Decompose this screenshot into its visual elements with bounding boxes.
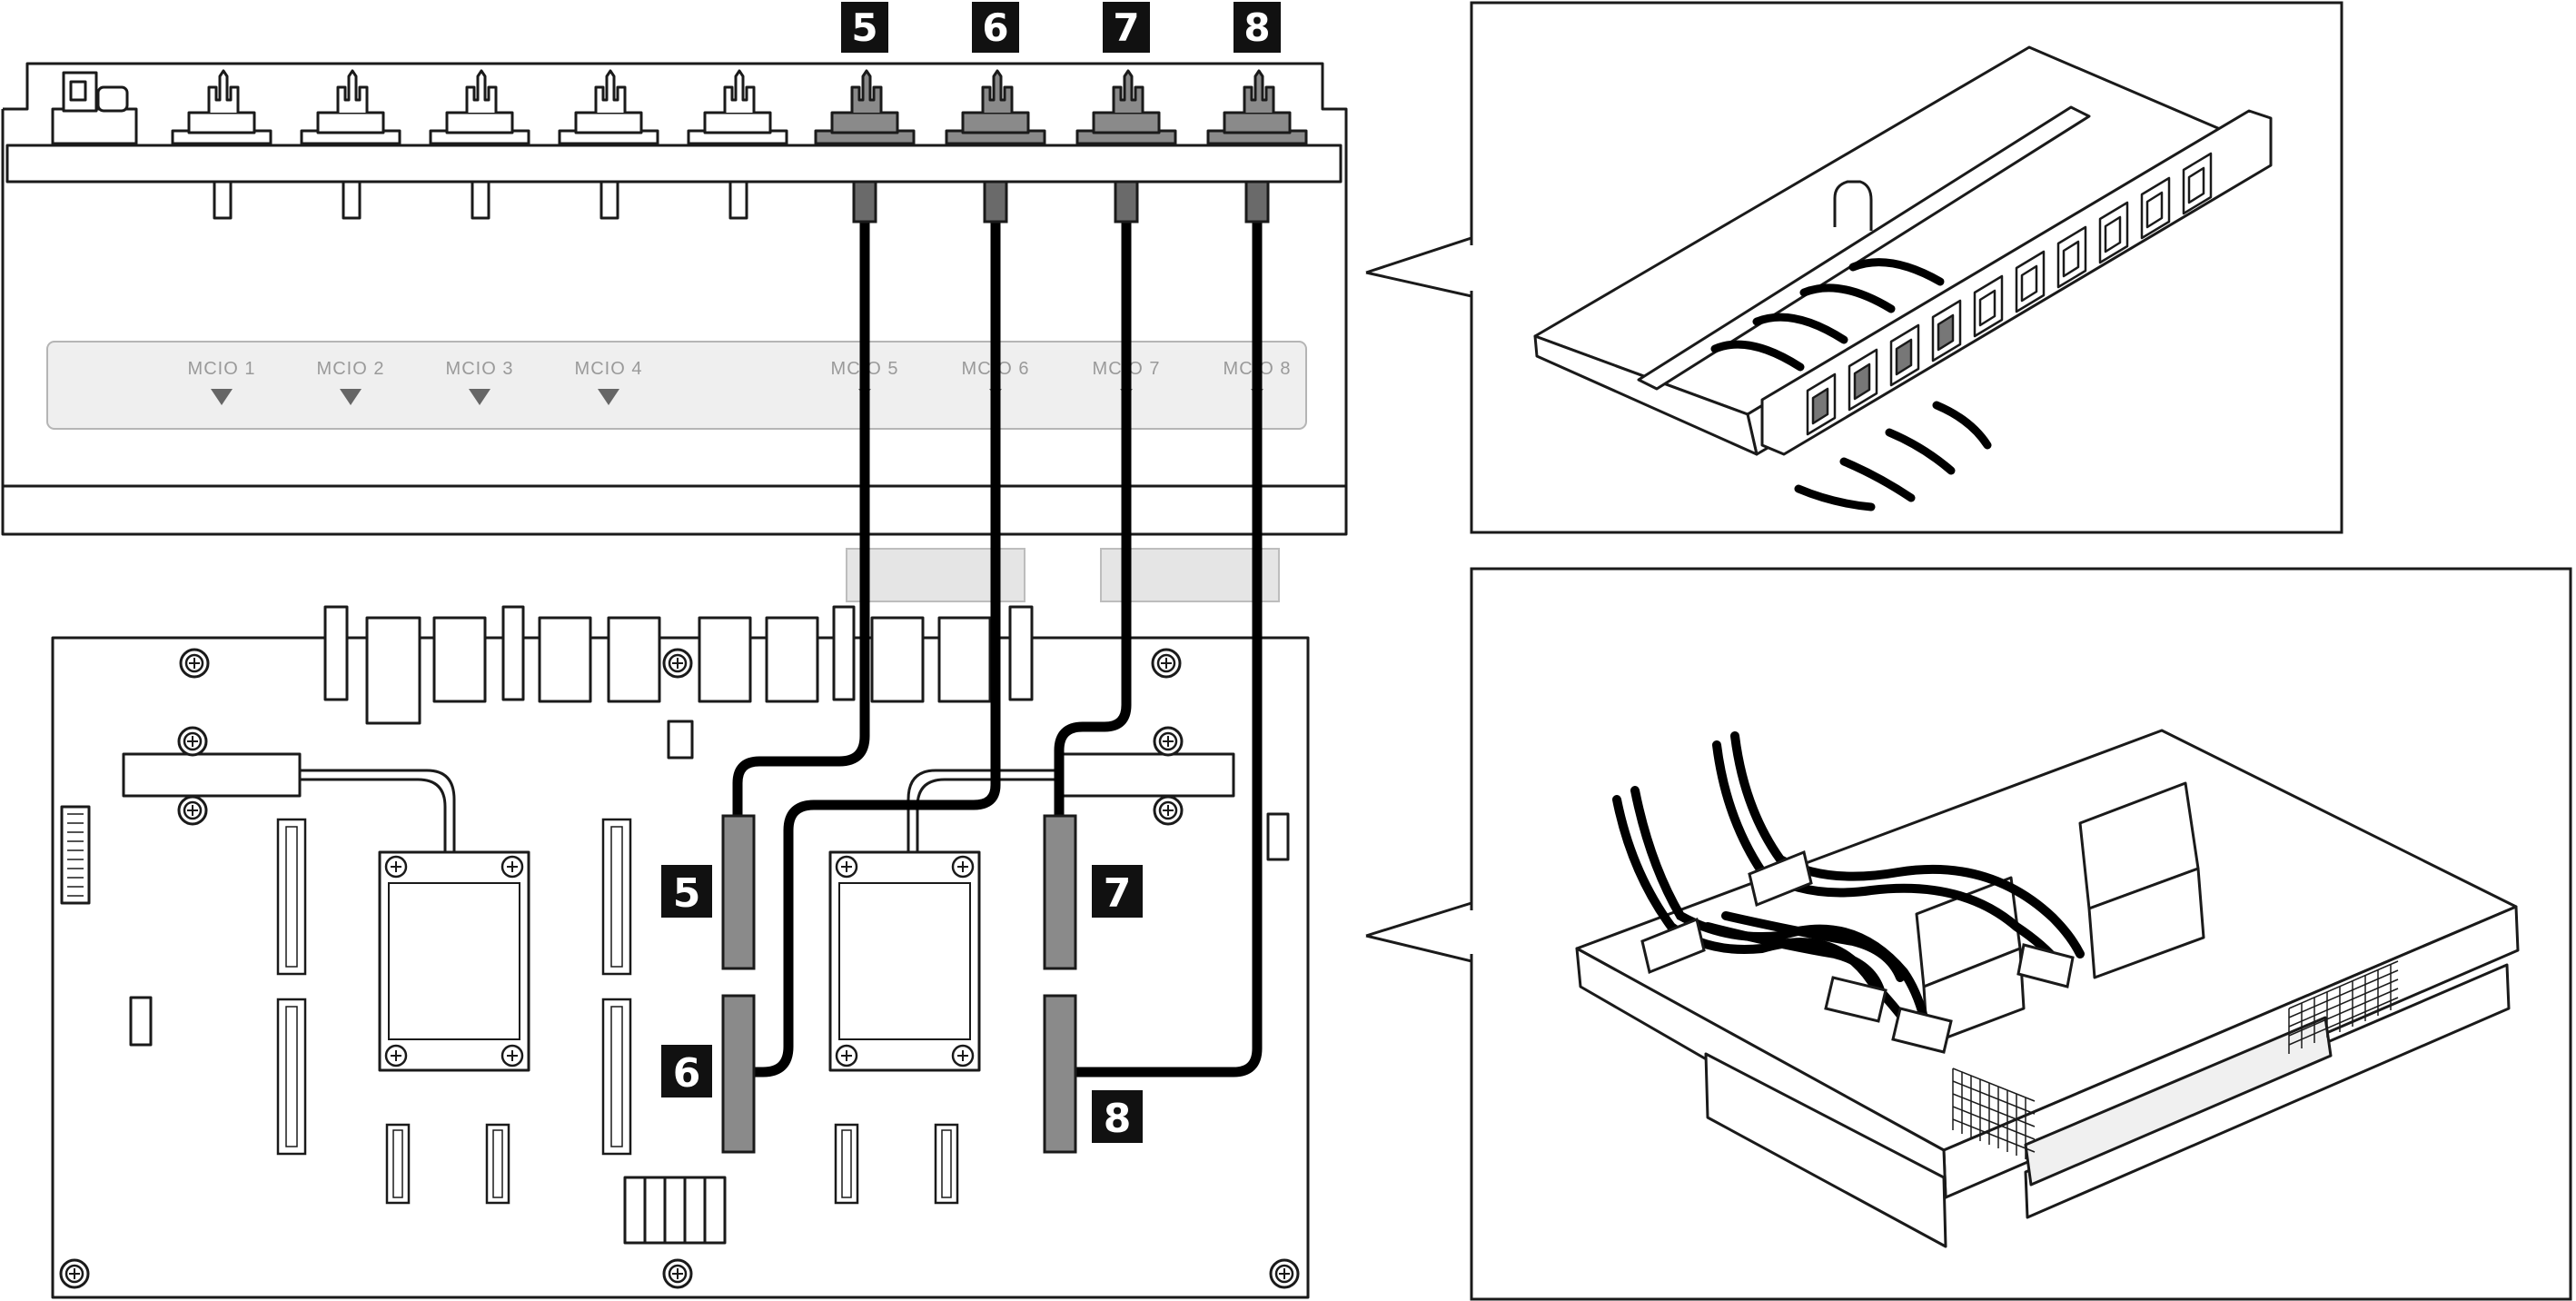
iso-connector bbox=[1848, 348, 1878, 412]
system-board bbox=[51, 605, 1310, 1299]
backplane-connector bbox=[558, 69, 659, 220]
down-triangle-icon bbox=[469, 389, 490, 405]
svg-text:5: 5 bbox=[673, 870, 701, 917]
svg-text:6: 6 bbox=[673, 1050, 701, 1097]
callout-label-top: 7 bbox=[1103, 2, 1150, 53]
svg-text:5: 5 bbox=[851, 5, 877, 50]
board-details bbox=[59, 648, 1300, 1289]
screw-icon bbox=[951, 855, 975, 879]
svg-text:7: 7 bbox=[1104, 870, 1132, 917]
iso-connector bbox=[2140, 176, 2171, 240]
svg-text:8: 8 bbox=[1104, 1096, 1132, 1142]
board-connector-8 bbox=[1043, 994, 1077, 1154]
memory-slot bbox=[485, 1123, 510, 1205]
screw-icon bbox=[1269, 1258, 1300, 1289]
down-triangle-icon bbox=[211, 389, 233, 405]
svg-text:6: 6 bbox=[982, 5, 1008, 50]
callout-label-top: 5 bbox=[841, 2, 888, 53]
cable-end-connectors bbox=[852, 180, 1270, 223]
processor-module-plate bbox=[838, 882, 971, 1040]
screw-icon bbox=[1153, 795, 1184, 826]
cable-8 bbox=[1072, 213, 1263, 1078]
screw-icon bbox=[384, 1044, 408, 1068]
screw-icon bbox=[500, 1044, 524, 1068]
iso-vent-grid bbox=[1952, 960, 2399, 1159]
cable-plug bbox=[852, 180, 877, 223]
screw-icon bbox=[835, 1044, 858, 1068]
screw-icon bbox=[662, 1258, 693, 1289]
mcio-label: MCIO 3 bbox=[446, 359, 514, 379]
backplane-connector bbox=[429, 69, 530, 220]
down-triangle-icon bbox=[340, 389, 362, 405]
board-callout-group: 5 6 7 8 bbox=[661, 865, 1143, 1143]
callout-label-board: 5 bbox=[661, 865, 712, 918]
pcie-slot bbox=[276, 998, 307, 1156]
cable-plug bbox=[1244, 180, 1270, 223]
screw-icon bbox=[662, 648, 693, 679]
board-mcio-connectors bbox=[721, 814, 1077, 1154]
mcio-label: MCIO 1 bbox=[188, 359, 256, 379]
iso-connector bbox=[1931, 299, 1962, 362]
iso-backplane-connectors bbox=[1806, 152, 2213, 436]
svg-text:7: 7 bbox=[1113, 5, 1139, 50]
memory-slot bbox=[385, 1123, 411, 1205]
screw-icon bbox=[500, 855, 524, 879]
screw-icon bbox=[835, 855, 858, 879]
mcio-label: MCIO 2 bbox=[317, 359, 385, 379]
screw-icon bbox=[59, 1258, 90, 1289]
board-connector-7 bbox=[1043, 814, 1077, 970]
iso-connector bbox=[1806, 372, 1837, 436]
processor-module-plate bbox=[388, 882, 520, 1040]
pcie-slot bbox=[276, 818, 307, 976]
callout-label-board: 6 bbox=[661, 1045, 712, 1097]
mcio-label-panel bbox=[46, 341, 1307, 430]
screw-icon bbox=[384, 855, 408, 879]
memory-slot bbox=[934, 1123, 959, 1205]
screw-icon bbox=[179, 648, 210, 679]
cable-plug bbox=[983, 180, 1008, 223]
mcio-label: MCIO 4 bbox=[575, 359, 643, 379]
iso-connector bbox=[2056, 225, 2087, 289]
cable-plug bbox=[1114, 180, 1139, 223]
iso-connector bbox=[1889, 323, 1920, 387]
callout-label-board: 7 bbox=[1092, 865, 1143, 918]
screw-icon bbox=[1151, 648, 1182, 679]
memory-slot bbox=[834, 1123, 859, 1205]
backplane-connector bbox=[300, 69, 401, 220]
screw-icon bbox=[177, 795, 208, 826]
callout-label-top: 8 bbox=[1234, 2, 1281, 53]
iso-connector bbox=[2182, 152, 2213, 215]
pcie-slot bbox=[601, 998, 632, 1156]
backplane-connector bbox=[171, 69, 272, 220]
iso-view-system-board bbox=[1365, 567, 2572, 1301]
board-connector-6 bbox=[721, 994, 756, 1154]
cable-5 bbox=[732, 213, 870, 823]
screw-icon bbox=[177, 726, 208, 757]
callout-label-top: 6 bbox=[972, 2, 1019, 53]
cable-7 bbox=[1054, 213, 1132, 823]
screw-icon bbox=[951, 1044, 975, 1068]
callout-label-board: 8 bbox=[1092, 1090, 1143, 1143]
svg-text:8: 8 bbox=[1243, 5, 1270, 50]
mcio-cables bbox=[732, 213, 1263, 1078]
backplane-connector bbox=[687, 69, 788, 220]
down-triangle-icon bbox=[598, 389, 619, 405]
iso-view-backplane bbox=[1365, 1, 2343, 534]
cable-6 bbox=[745, 213, 1001, 1078]
screw-icon bbox=[1153, 726, 1184, 757]
pcie-slot bbox=[601, 818, 632, 976]
board-connector-5 bbox=[721, 814, 756, 970]
iso-connector bbox=[2098, 201, 2129, 264]
iso-connector bbox=[2015, 250, 2046, 313]
iso-connector bbox=[1973, 274, 2004, 338]
top-callout-row: 5 6 7 8 bbox=[841, 2, 1281, 53]
